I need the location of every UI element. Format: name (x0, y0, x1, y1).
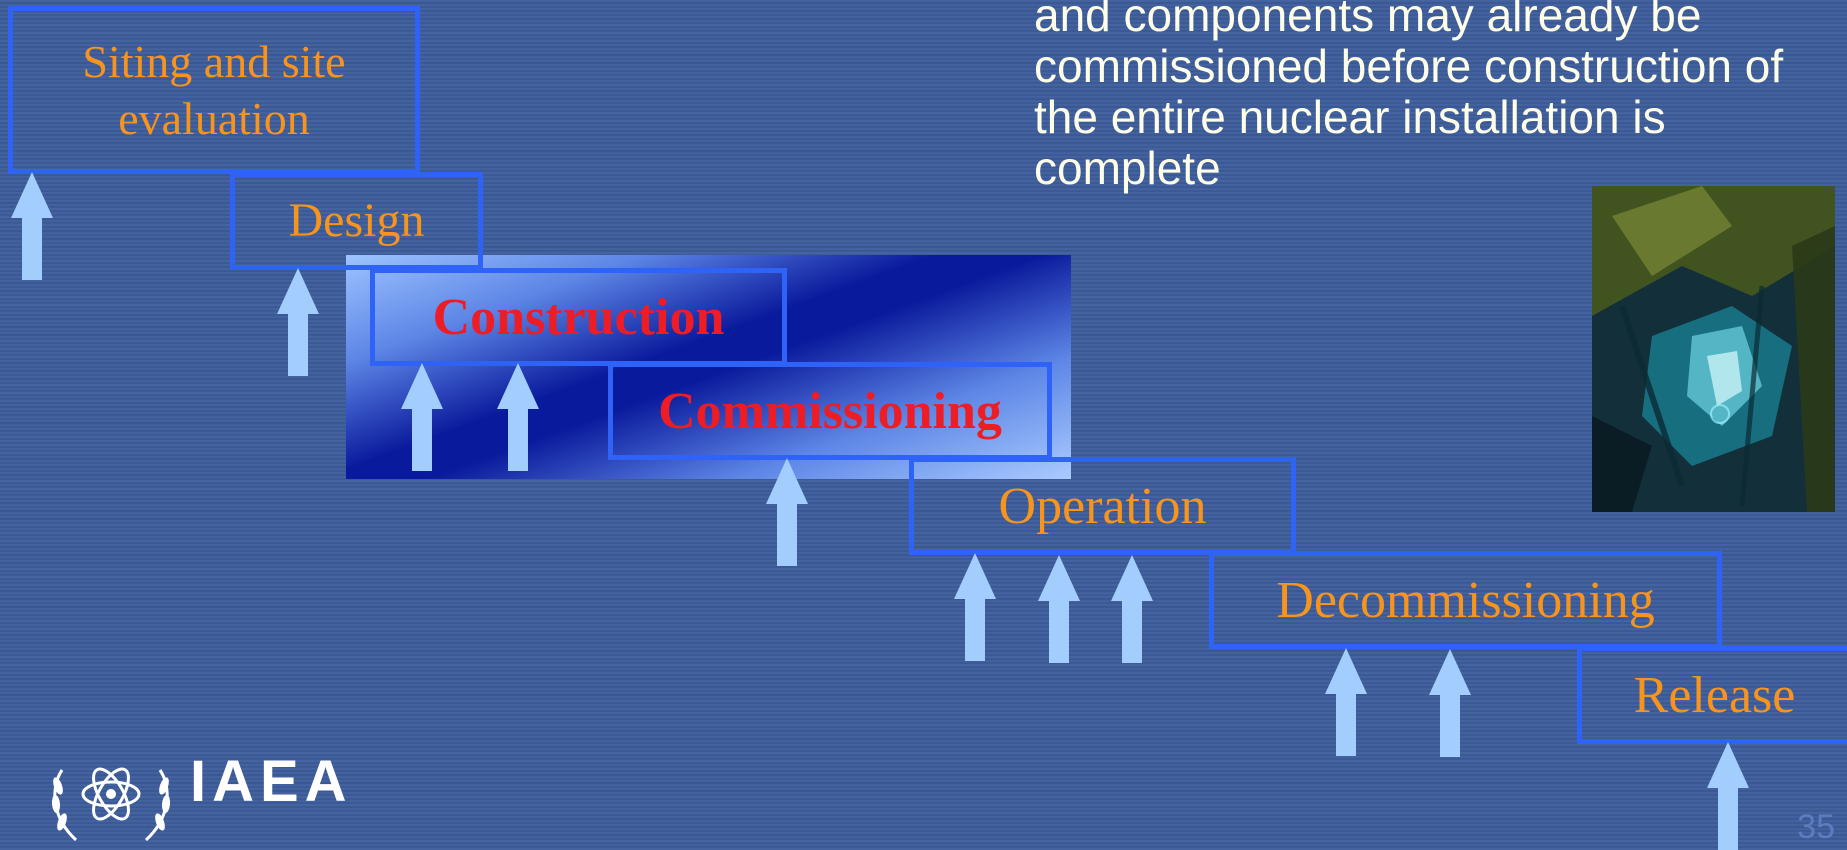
up-arrow-icon (11, 172, 53, 280)
up-arrow-icon (1325, 648, 1367, 756)
stage-decommissioning: Decommissioning (1209, 551, 1722, 649)
stage-release: Release (1577, 646, 1847, 744)
up-arrow-icon (954, 553, 996, 661)
up-arrow-icon (1038, 555, 1080, 663)
stage-design: Design (230, 172, 483, 270)
iaea-logo: IAEA (44, 748, 384, 848)
reactor-core-photo (1592, 186, 1835, 512)
up-arrow-icon (1707, 742, 1749, 850)
page-number: 35 (1797, 808, 1835, 846)
stage-commissioning-label: Commissioning (658, 382, 1002, 440)
up-arrow-icon (1429, 649, 1471, 757)
construction-commissioning-highlight (346, 255, 1071, 479)
stage-construction: Construction (370, 268, 787, 366)
stage-operation: Operation (909, 457, 1296, 555)
iaea-wordmark: IAEA (190, 749, 353, 814)
up-arrow-icon (766, 458, 808, 566)
stage-construction-label: Construction (432, 288, 725, 346)
stage-commissioning: Commissioning (608, 362, 1052, 460)
up-arrow-icon (497, 363, 539, 471)
up-arrow-icon (1111, 555, 1153, 663)
stage-operation-label: Operation (998, 477, 1207, 535)
stage-design-label: Design (288, 194, 425, 247)
stage-siting: Siting and site evaluation (8, 6, 420, 174)
iaea-atom-laurel-icon (51, 767, 171, 842)
up-arrow-icon (401, 363, 443, 471)
stage-decommissioning-label: Decommissioning (1276, 571, 1655, 629)
stage-siting-label: Siting and site evaluation (82, 35, 346, 145)
stage-release-label: Release (1633, 666, 1796, 724)
explanation-note: and components may already be commission… (1034, 0, 1784, 194)
up-arrow-icon (277, 268, 319, 376)
